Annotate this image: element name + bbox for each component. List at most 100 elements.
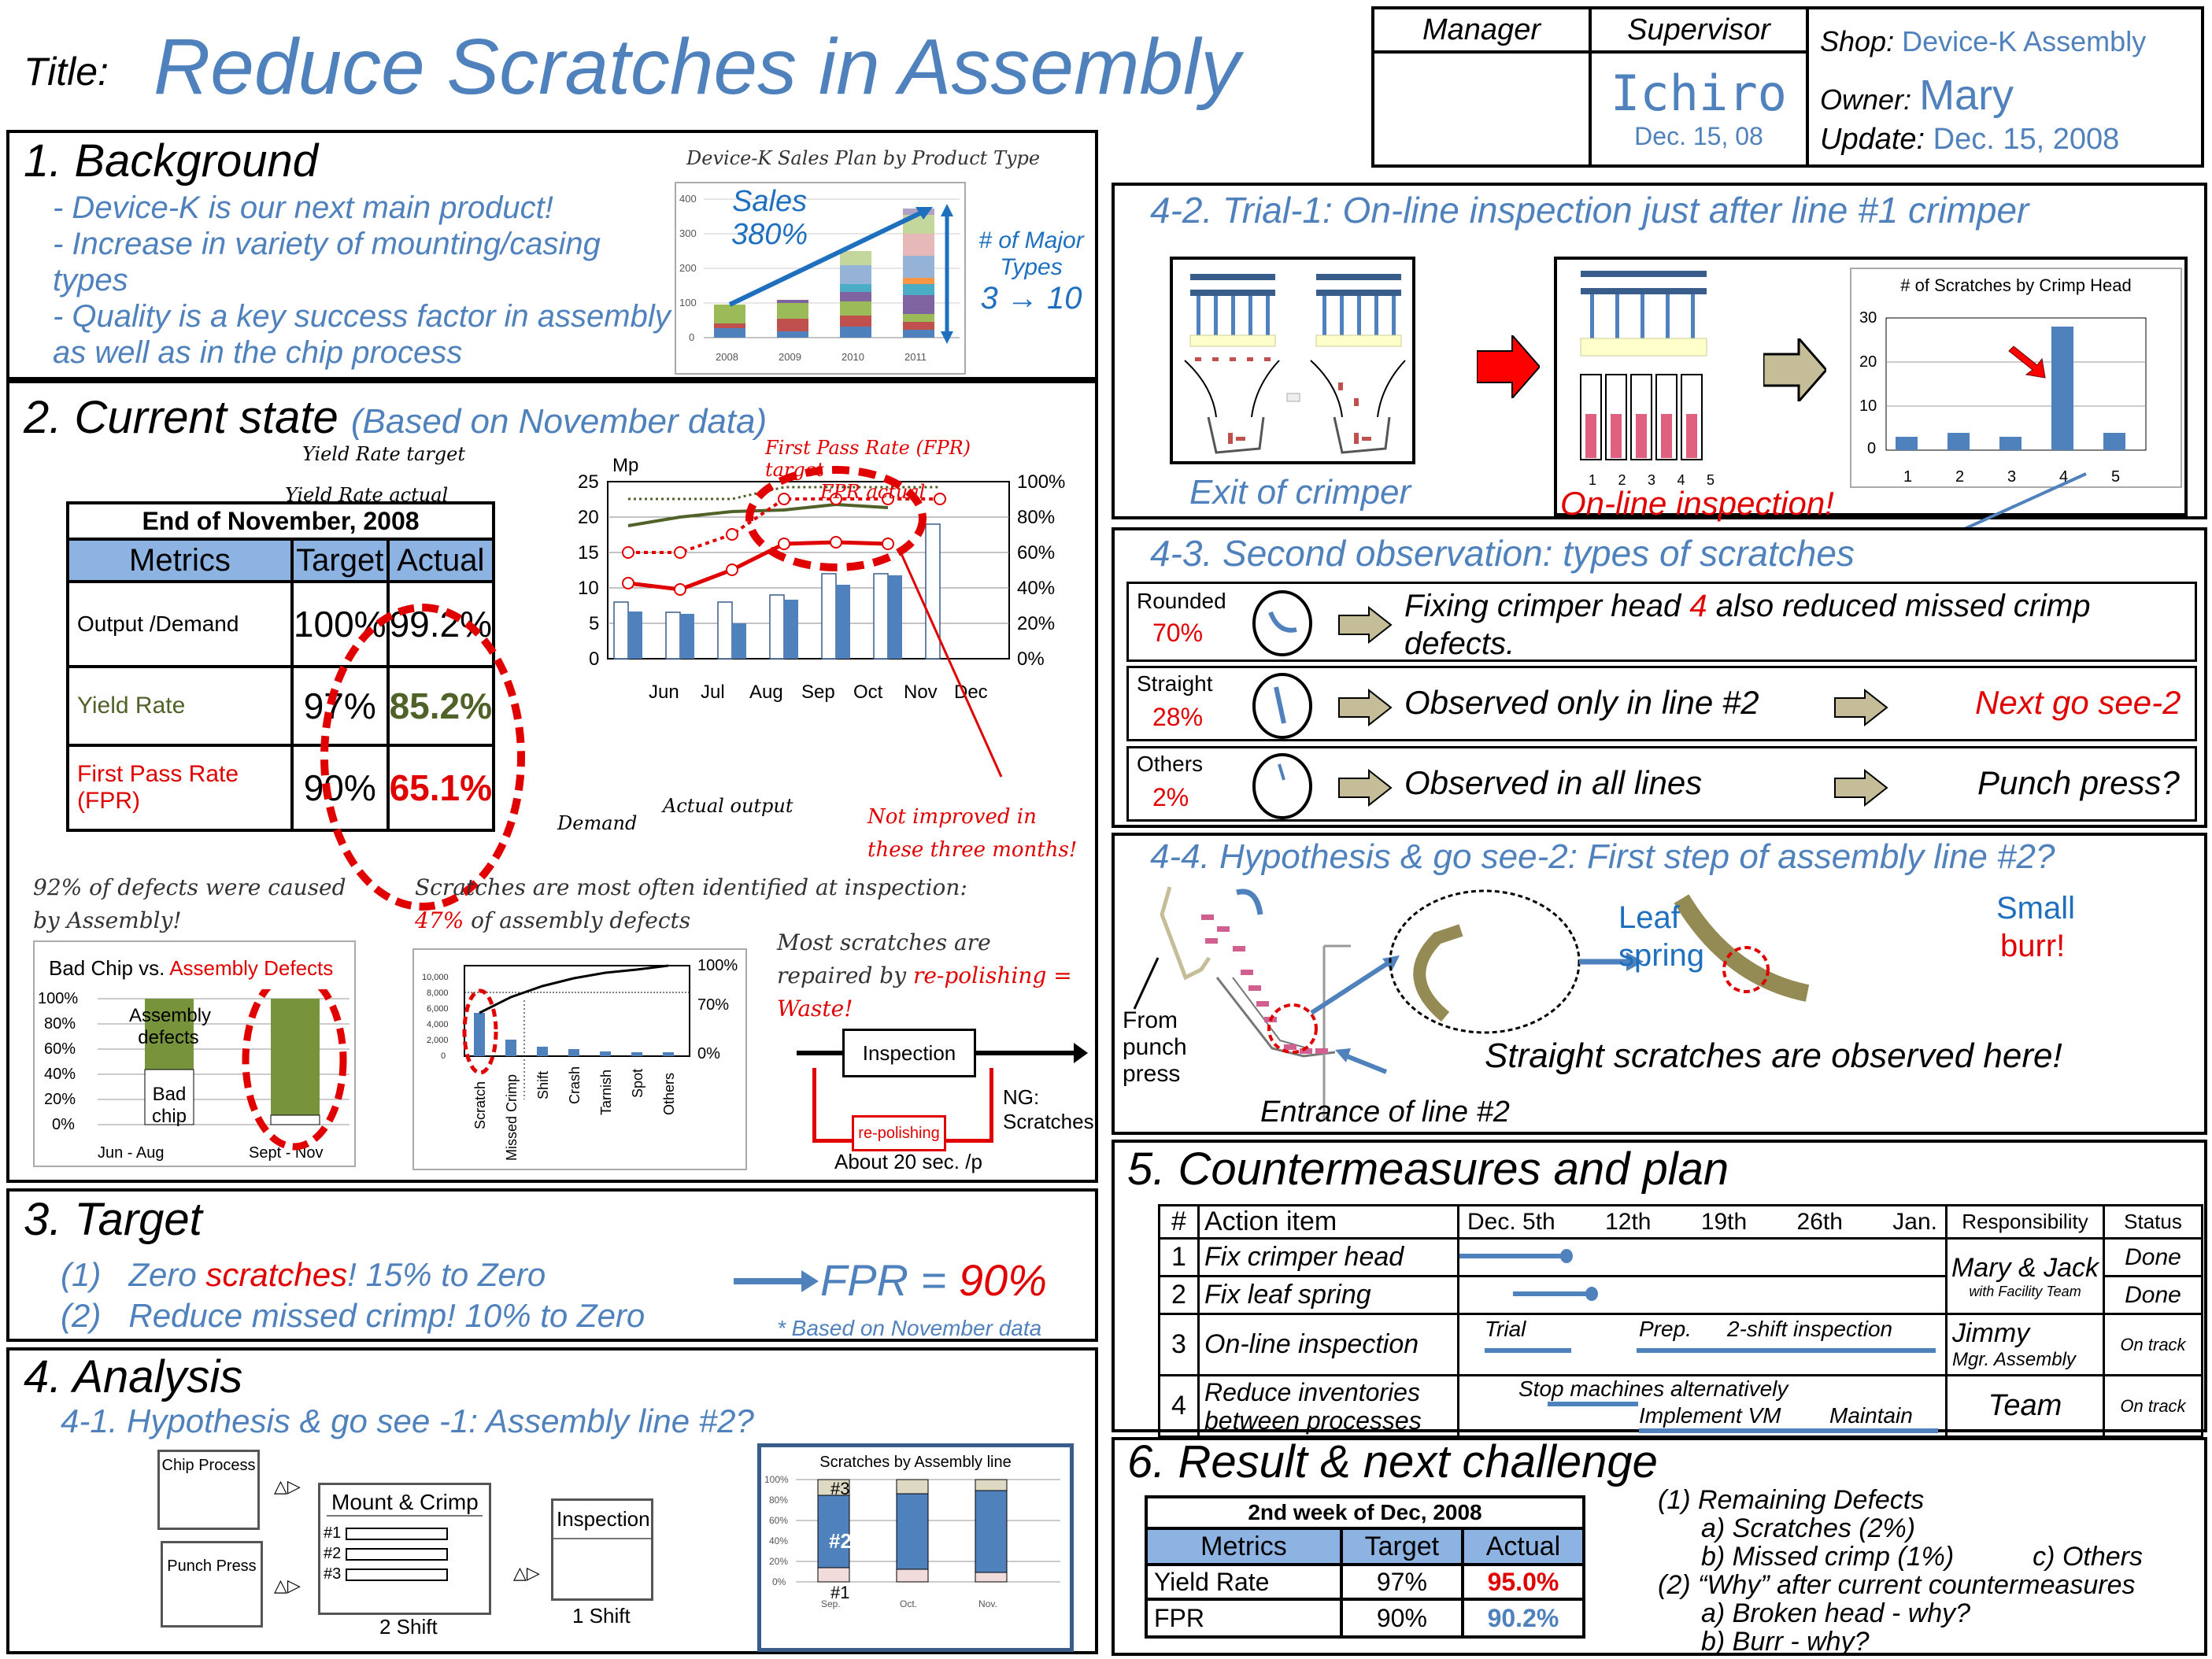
subsection-4-1-title: 4-1. Hypothesis & go see -1: Assembly li… [61,1402,754,1439]
title-label: Title: [24,50,109,94]
svg-text:80%: 80% [44,1015,76,1033]
owner-value: Mary [1919,72,2014,119]
annotation-not-improved: Not improved in these three months! [867,805,1078,862]
svg-text:Oct.: Oct. [900,1598,917,1609]
repolish-time-label: About 20 sec. /p [834,1150,982,1173]
annotation-yield-target: Yield Rate target [302,443,466,465]
svg-text:0%: 0% [1017,648,1045,670]
bullet: - Quality is a key success factor in ass… [53,299,671,370]
bad-chip-label: Bad chip [151,1084,187,1127]
svg-text:4: 4 [2059,468,2068,485]
beige-arrow-icon [1763,338,1826,401]
section-subtitle: (Based on November data) [350,402,768,441]
update-row: Update: Dec. 15, 2008 [1820,123,2119,157]
exit-label: Exit of crimper [1189,473,1411,512]
shift-1-label: 1 Shift [572,1604,631,1628]
svg-text:Jun - Aug: Jun - Aug [98,1144,165,1162]
svg-text:Mp: Mp [612,455,638,476]
svg-text:60%: 60% [1017,542,1055,563]
target-item-2: (2) Reduce missed crimp! 10% to Zero [61,1297,645,1334]
svg-text:Sep: Sep [801,682,835,703]
red-arrow-icon [1477,335,1540,398]
highlight-oval [320,604,525,911]
section-title: 3. Target [24,1194,202,1245]
svg-text:0: 0 [1867,440,1876,457]
inventory-icon: △▷ [513,1563,540,1583]
fpr-target: FPR = 90% [820,1255,1047,1305]
svg-text:60%: 60% [769,1515,788,1526]
repolishing-box: re-polishing [852,1115,946,1151]
section-observation: 4-3. Second observation: types of scratc… [1112,527,2207,828]
svg-text:Sept - Nov: Sept - Nov [249,1144,323,1162]
svg-text:2009: 2009 [779,351,801,363]
svg-text:300: 300 [679,227,697,239]
section-title: 1. Background [24,135,319,187]
svg-text:2: 2 [1955,468,1964,485]
target-list: (1) Zero scratches! 15% to Zero (2) Redu… [61,1254,645,1336]
owner-row: Owner: Mary [1820,71,2014,120]
svg-text:2,000: 2,000 [427,1036,449,1045]
supervisor-date: Dec. 15, 08 [1634,122,1763,150]
inspection-box: Inspection [842,1029,976,1077]
svg-text:60%: 60% [44,1040,76,1058]
shop-row: Shop: Device-K Assembly [1820,25,2146,58]
section-target: 3. Target (1) Zero scratches! 15% to Zer… [6,1188,1098,1342]
crimp-head-chart-title: # of Scratches by Crimp Head [1900,275,2132,295]
line-2-label: #2 [829,1529,852,1553]
beige-arrow-icon [1834,689,1888,726]
table-caption: End of November, 2008 [66,501,495,541]
section-title: 4. Analysis [24,1351,243,1402]
vsm-punch-press: Punch Press [161,1541,263,1628]
svg-text:80%: 80% [769,1495,788,1506]
supervisor-signature: Ichiro Dec. 15, 08 [1592,54,1809,164]
plan-row: 2 Fix leaf spring Done [1158,1275,2203,1315]
target-arrow [734,1278,805,1284]
svg-text:20%: 20% [769,1556,788,1567]
vsm-chip-process: Chip Process [157,1450,260,1530]
beige-arrow-icon [1338,769,1393,807]
section-title: 6. Result & next challenge [1127,1436,1658,1487]
small-label: Small [1996,891,2076,926]
beige-arrow-icon [1338,689,1393,726]
vsm-mount-crimp: Mount & Crimp #1 #2 #3 [318,1483,491,1615]
defects-note: 92% of defects were caused by Assembly! [33,874,346,933]
types-change: 3 → 10 [980,281,1082,316]
manager-label: Manager [1374,9,1592,54]
burr-label: burr! [2000,929,2066,963]
svg-text:Jul: Jul [701,682,725,703]
subsection-4-4-title: 4-4. Hypothesis & go see-2: First step o… [1150,837,2055,876]
line-chart: Scratches by Assembly line 100%80%60%40%… [757,1443,1074,1652]
line-1-label: #1 [830,1583,850,1602]
svg-text:40%: 40% [1017,578,1055,599]
svg-text:1: 1 [1903,468,1912,485]
inspection-flow: Inspection re-polishing NG: Scratches Ab… [797,1029,1094,1173]
col-actual: Actual [386,538,496,583]
svg-text:15: 15 [578,542,599,563]
svg-text:70%: 70% [697,996,729,1014]
beige-arrow-icon [1338,606,1393,644]
svg-text:10: 10 [578,578,599,599]
svg-text:2008: 2008 [716,351,738,363]
leaf-spring-label: Leaf spring [1618,900,1704,973]
subsection-4-2-title: 4-2. Trial-1: On-line inspection just af… [1150,190,2029,231]
scratch-note: Scratches are most often identified at i… [415,874,967,933]
svg-text:0%: 0% [52,1116,75,1133]
svg-text:100%: 100% [697,957,738,974]
other-scratch-icon [1252,753,1312,819]
section-analysis: 4. Analysis 4-1. Hypothesis & go see -1:… [6,1347,1098,1654]
svg-text:8,000: 8,000 [427,988,449,998]
target-arrow-head [801,1270,819,1292]
svg-text:Others: Others [661,1073,677,1115]
section-title: 2. Current state (Based on November data… [24,392,768,443]
svg-text:20: 20 [1859,353,1877,371]
badchip-chart: Bad Chip vs. Assembly Defects 100%80%60%… [33,940,356,1167]
svg-text:Jun: Jun [649,682,679,703]
svg-text:400: 400 [679,193,697,205]
svg-text:Oct: Oct [853,682,883,703]
